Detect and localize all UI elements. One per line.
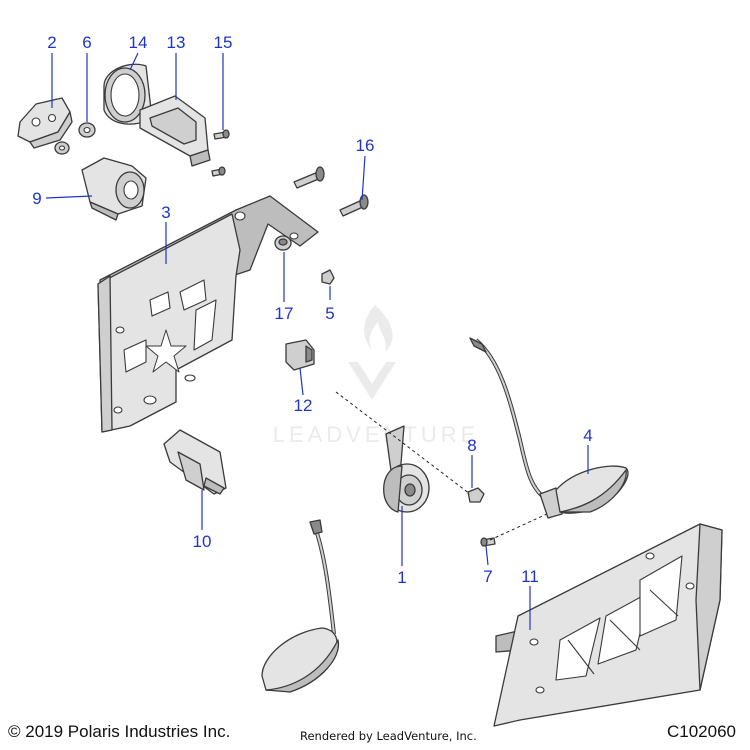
part-10-reflector	[163, 429, 227, 495]
part-16-bolts	[293, 166, 369, 217]
part-1-horn	[383, 425, 430, 513]
callout-9[interactable]: 9	[32, 189, 41, 208]
callout-7[interactable]: 7	[483, 567, 492, 586]
leadventure-watermark: LEADVENTURE	[273, 305, 480, 447]
part-4-turn-signal	[469, 337, 629, 519]
part-13-shroud	[139, 95, 211, 167]
assembly-line-signal	[489, 507, 561, 541]
part-3-license-bracket	[97, 195, 319, 433]
part-9-bulb-socket	[81, 157, 147, 221]
callout-leaders	[45, 52, 589, 630]
callout-5[interactable]: 5	[325, 304, 334, 323]
callout-17[interactable]: 17	[275, 304, 294, 323]
diagram-code: C102060	[666, 722, 736, 741]
callout-3[interactable]: 3	[161, 203, 170, 222]
part-6-spacer	[78, 122, 96, 138]
callout-1[interactable]: 1	[397, 568, 406, 587]
part-17-grommet	[274, 235, 292, 251]
callout-14[interactable]: 14	[129, 33, 148, 52]
copyright-text: © 2019 Polaris Industries Inc.	[8, 722, 231, 741]
callout-2[interactable]: 2	[47, 33, 56, 52]
part-11-plate-panel	[493, 523, 723, 727]
callout-15[interactable]: 15	[214, 33, 233, 52]
callout-8[interactable]: 8	[467, 436, 476, 455]
callout-12[interactable]: 12	[294, 396, 313, 415]
flame-logo-icon	[364, 305, 393, 352]
part-8-nut	[467, 487, 485, 503]
part-7-screw	[480, 537, 496, 547]
assembly-line-horn	[335, 391, 471, 495]
part-2-light-housing	[17, 97, 73, 149]
callout-4[interactable]: 4	[583, 426, 592, 445]
part-5-nut	[321, 269, 335, 285]
part-14-bezel-ring	[103, 63, 153, 125]
v-logo-icon	[348, 362, 396, 400]
part-12-switch	[285, 339, 315, 371]
rendered-by-text: Rendered by LeadVenture, Inc.	[300, 729, 477, 743]
watermark-text: LEADVENTURE	[273, 422, 480, 447]
callout-11[interactable]: 11	[521, 567, 539, 586]
part-15-screws	[211, 129, 230, 177]
lower-turn-signal	[261, 519, 340, 693]
callout-16[interactable]: 16	[356, 136, 375, 155]
callout-13[interactable]: 13	[167, 33, 186, 52]
callout-6[interactable]: 6	[82, 33, 91, 52]
callouts: 2 6 14 13 15 16 9 3 17 5 12 8 4 10 1 7 1…	[32, 33, 592, 587]
small-washer	[54, 141, 70, 155]
callout-10[interactable]: 10	[193, 532, 212, 551]
